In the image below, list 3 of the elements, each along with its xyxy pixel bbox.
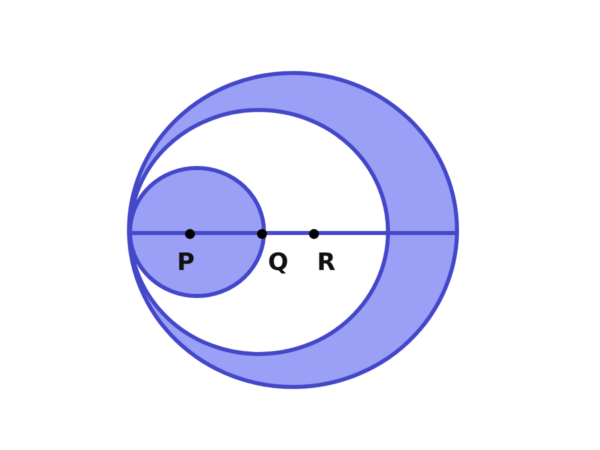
point-label: Q [268, 249, 288, 275]
point-label: R [317, 249, 336, 275]
point-label: P [177, 249, 195, 275]
